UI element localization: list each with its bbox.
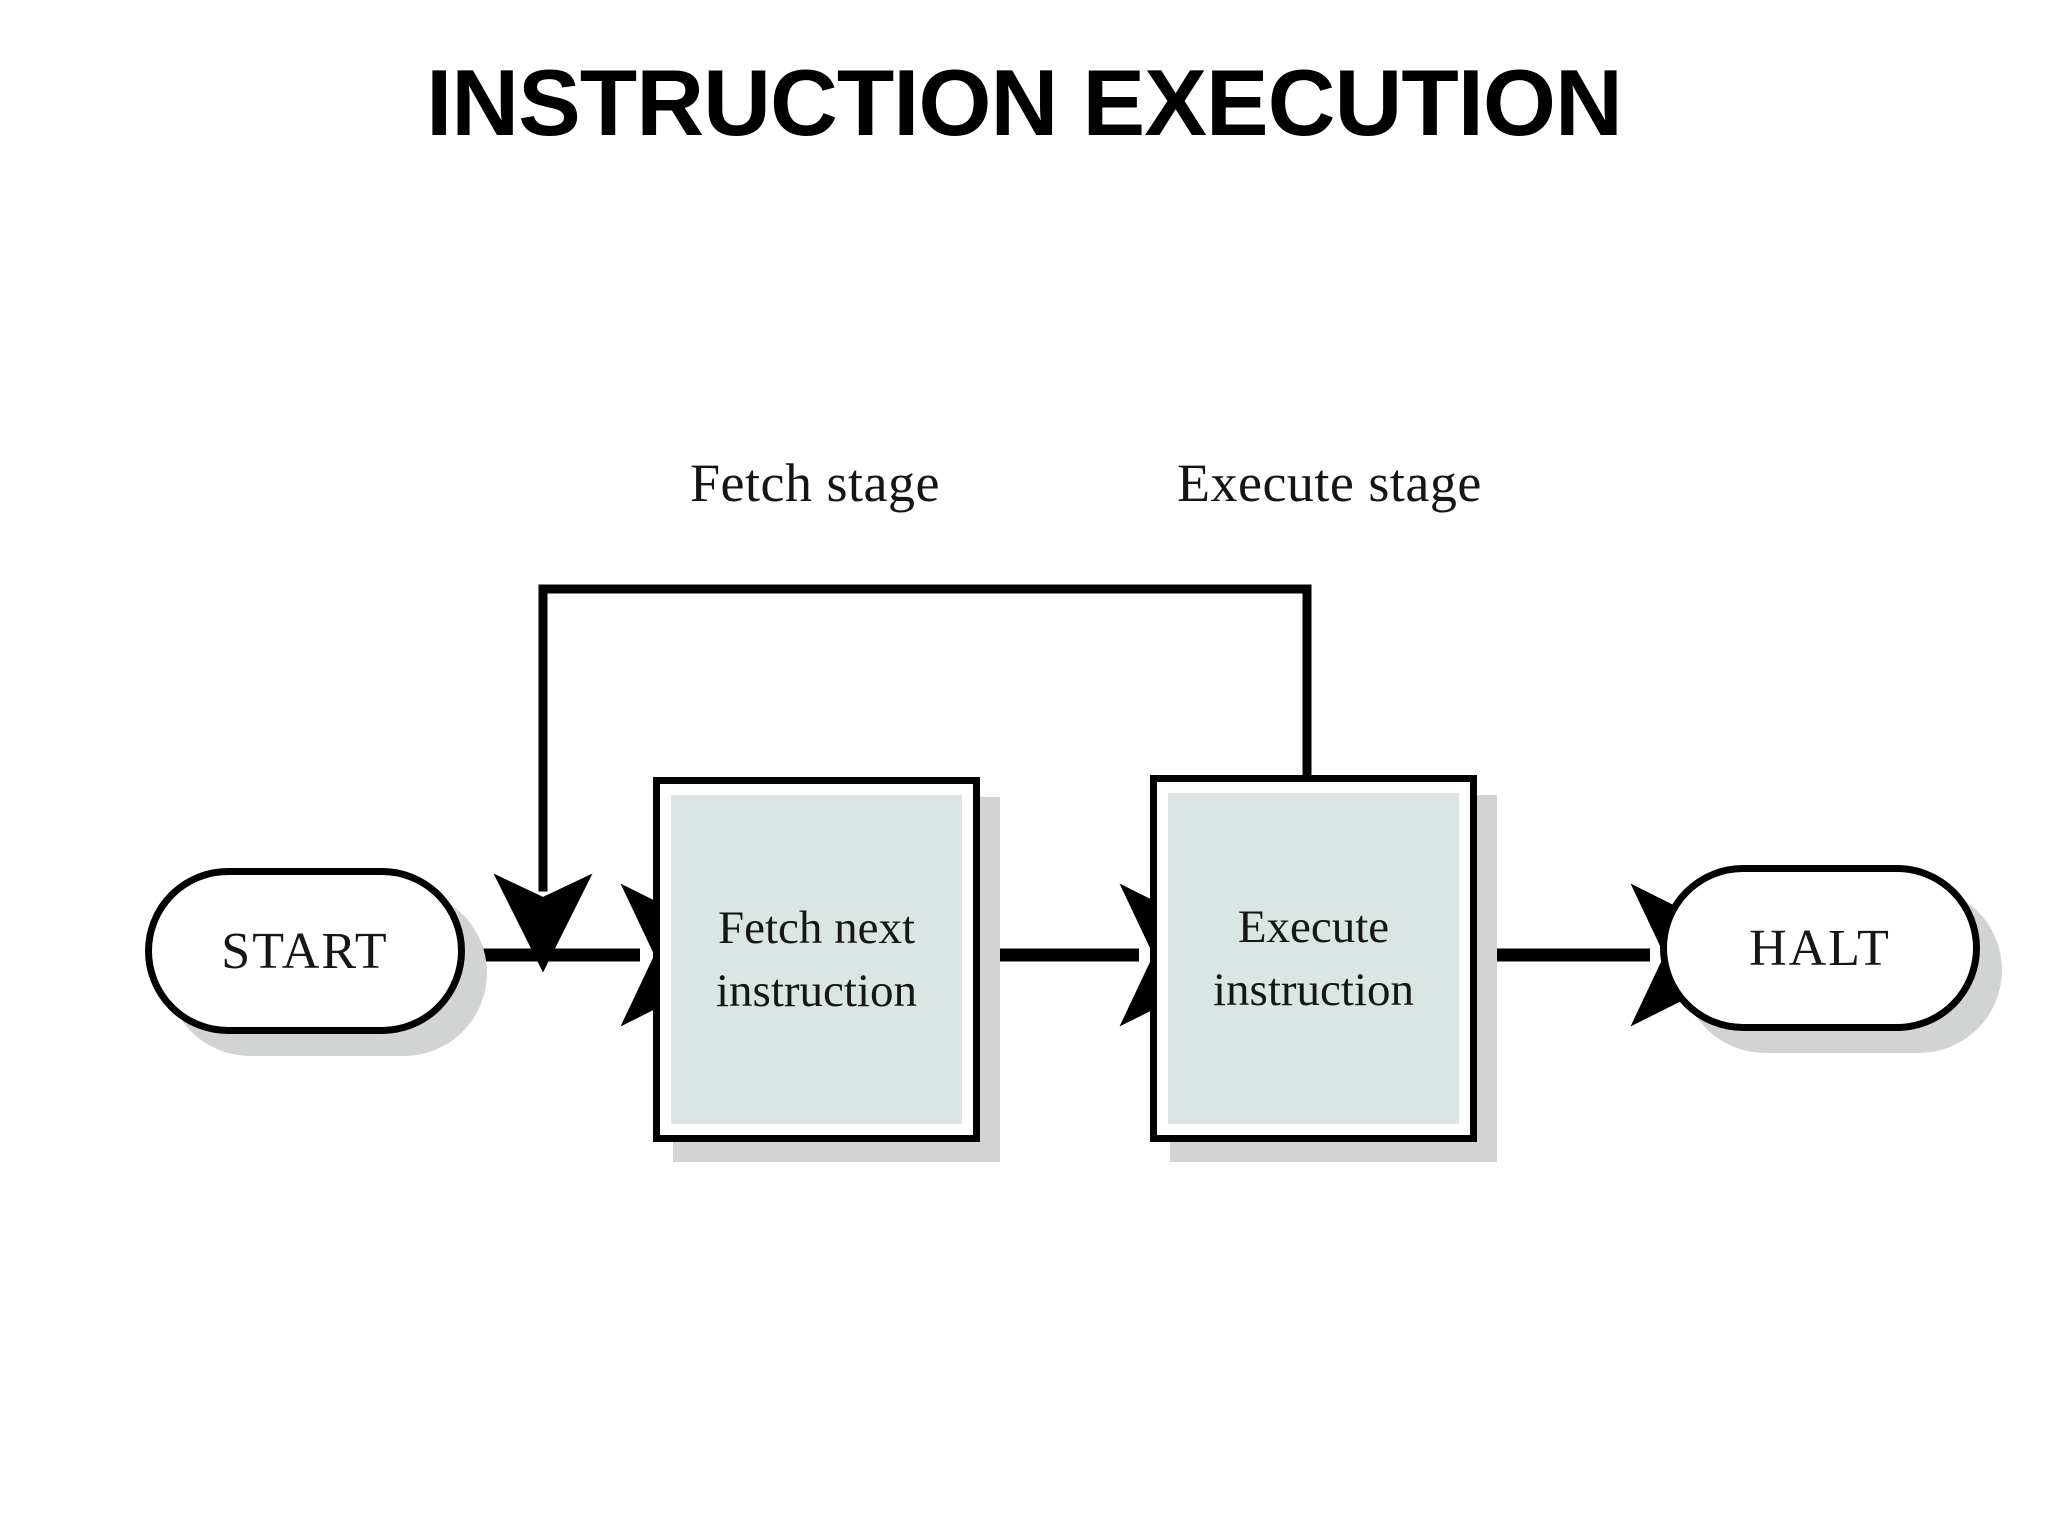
fetch-next-instruction-box[interactable]: Fetch next instruction [653,777,980,1142]
execute-stage-label: Execute stage [1177,453,1482,513]
fetch-stage-label: Fetch stage [690,453,940,513]
execute-box-label-line1: Execute [1237,901,1390,954]
start-node[interactable]: START [145,868,465,1034]
fetch-box-label-line1: Fetch next [717,902,916,955]
halt-node-label: HALT [1749,919,1891,977]
start-node-label: START [221,922,389,980]
execute-box-label-line2: instruction [1212,963,1415,1016]
execute-instruction-box[interactable]: Execute instruction [1150,775,1477,1142]
halt-node[interactable]: HALT [1660,865,1980,1031]
fetch-box-fill: Fetch next instruction [671,795,962,1124]
fetch-box-label-line2: instruction [715,964,918,1017]
page-title: INSTRUCTION EXECUTION [426,50,1623,155]
edge-execute-feedback [493,584,1312,973]
execute-box-fill: Execute instruction [1168,793,1459,1124]
